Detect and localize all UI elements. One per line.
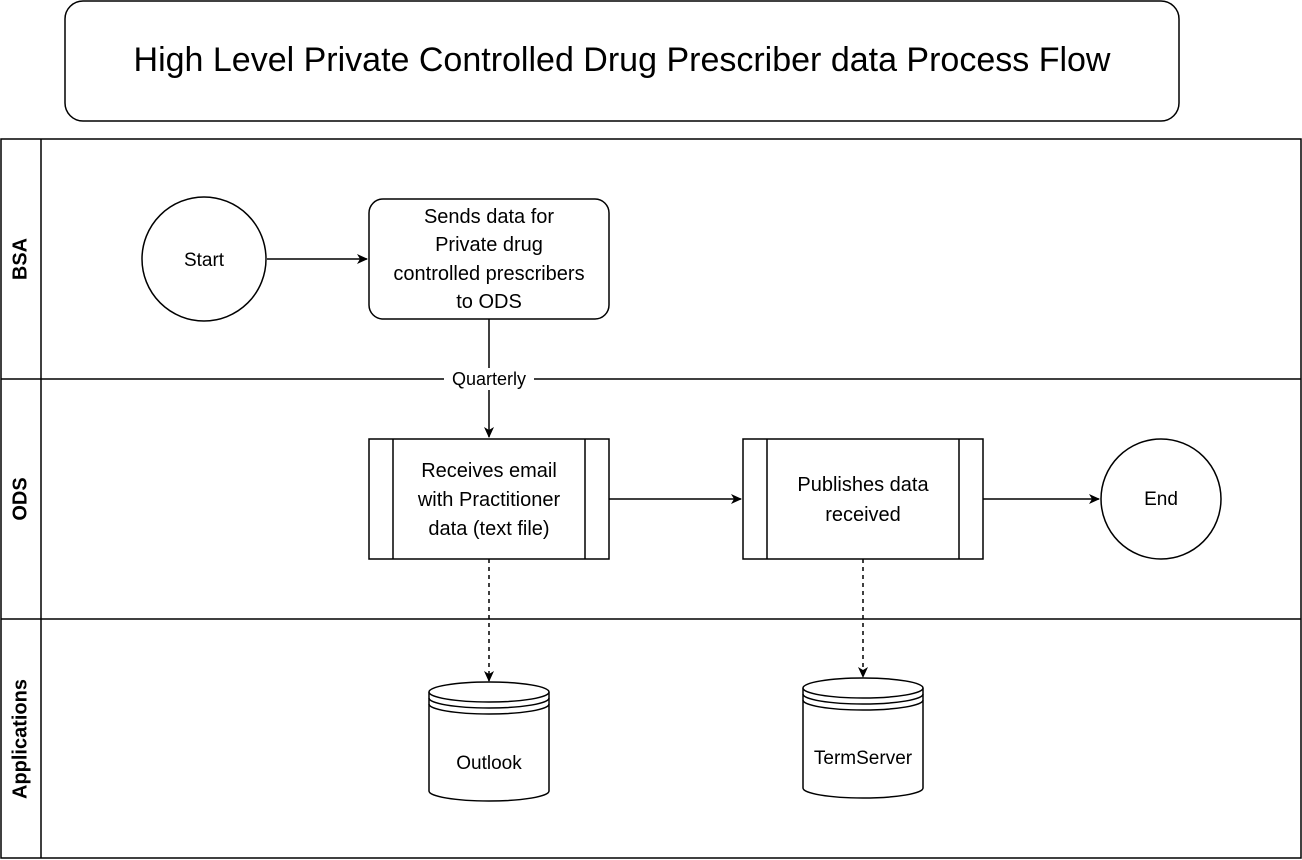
outlook-label: Outlook — [456, 753, 522, 774]
title-box: High Level Private Controlled Drug Presc… — [64, 0, 1180, 122]
svg-text:Start: Start — [184, 250, 225, 271]
svg-text:to ODS: to ODS — [456, 291, 522, 313]
start-node: Start — [141, 196, 267, 322]
svg-text:End: End — [1144, 489, 1178, 510]
termserver-database-icon: TermServer — [802, 677, 924, 799]
receives-email-node: Receives email with Practitioner data (t… — [368, 438, 610, 560]
svg-text:data (text file): data (text file) — [428, 518, 549, 540]
sends-data-node: Sends data for Private drug controlled p… — [368, 198, 610, 320]
publishes-data-node: Publishes data received — [742, 438, 984, 560]
svg-text:controlled prescribers: controlled prescribers — [393, 263, 584, 285]
svg-text:Sends data for: Sends data for — [424, 206, 554, 228]
end-node: End — [1100, 438, 1222, 560]
lane-label-ods: ODS — [9, 477, 31, 520]
lane-label-bsa: BSA — [9, 238, 31, 280]
outlook-database-icon: Outlook — [428, 681, 550, 802]
svg-text:Private drug: Private drug — [435, 234, 543, 256]
edge-label-quarterly: Quarterly — [452, 369, 526, 389]
svg-text:received: received — [825, 504, 901, 526]
diagram-title: High Level Private Controlled Drug Presc… — [134, 41, 1111, 79]
svg-text:Publishes data: Publishes data — [797, 474, 929, 496]
lane-label-applications: Applications — [9, 679, 31, 799]
termserver-label: TermServer — [814, 748, 913, 769]
edges: Quarterly — [267, 254, 1100, 682]
svg-text:with Practitioner: with Practitioner — [417, 489, 561, 511]
svg-text:Receives email: Receives email — [421, 460, 557, 482]
quarterly-label-bg — [444, 368, 534, 390]
